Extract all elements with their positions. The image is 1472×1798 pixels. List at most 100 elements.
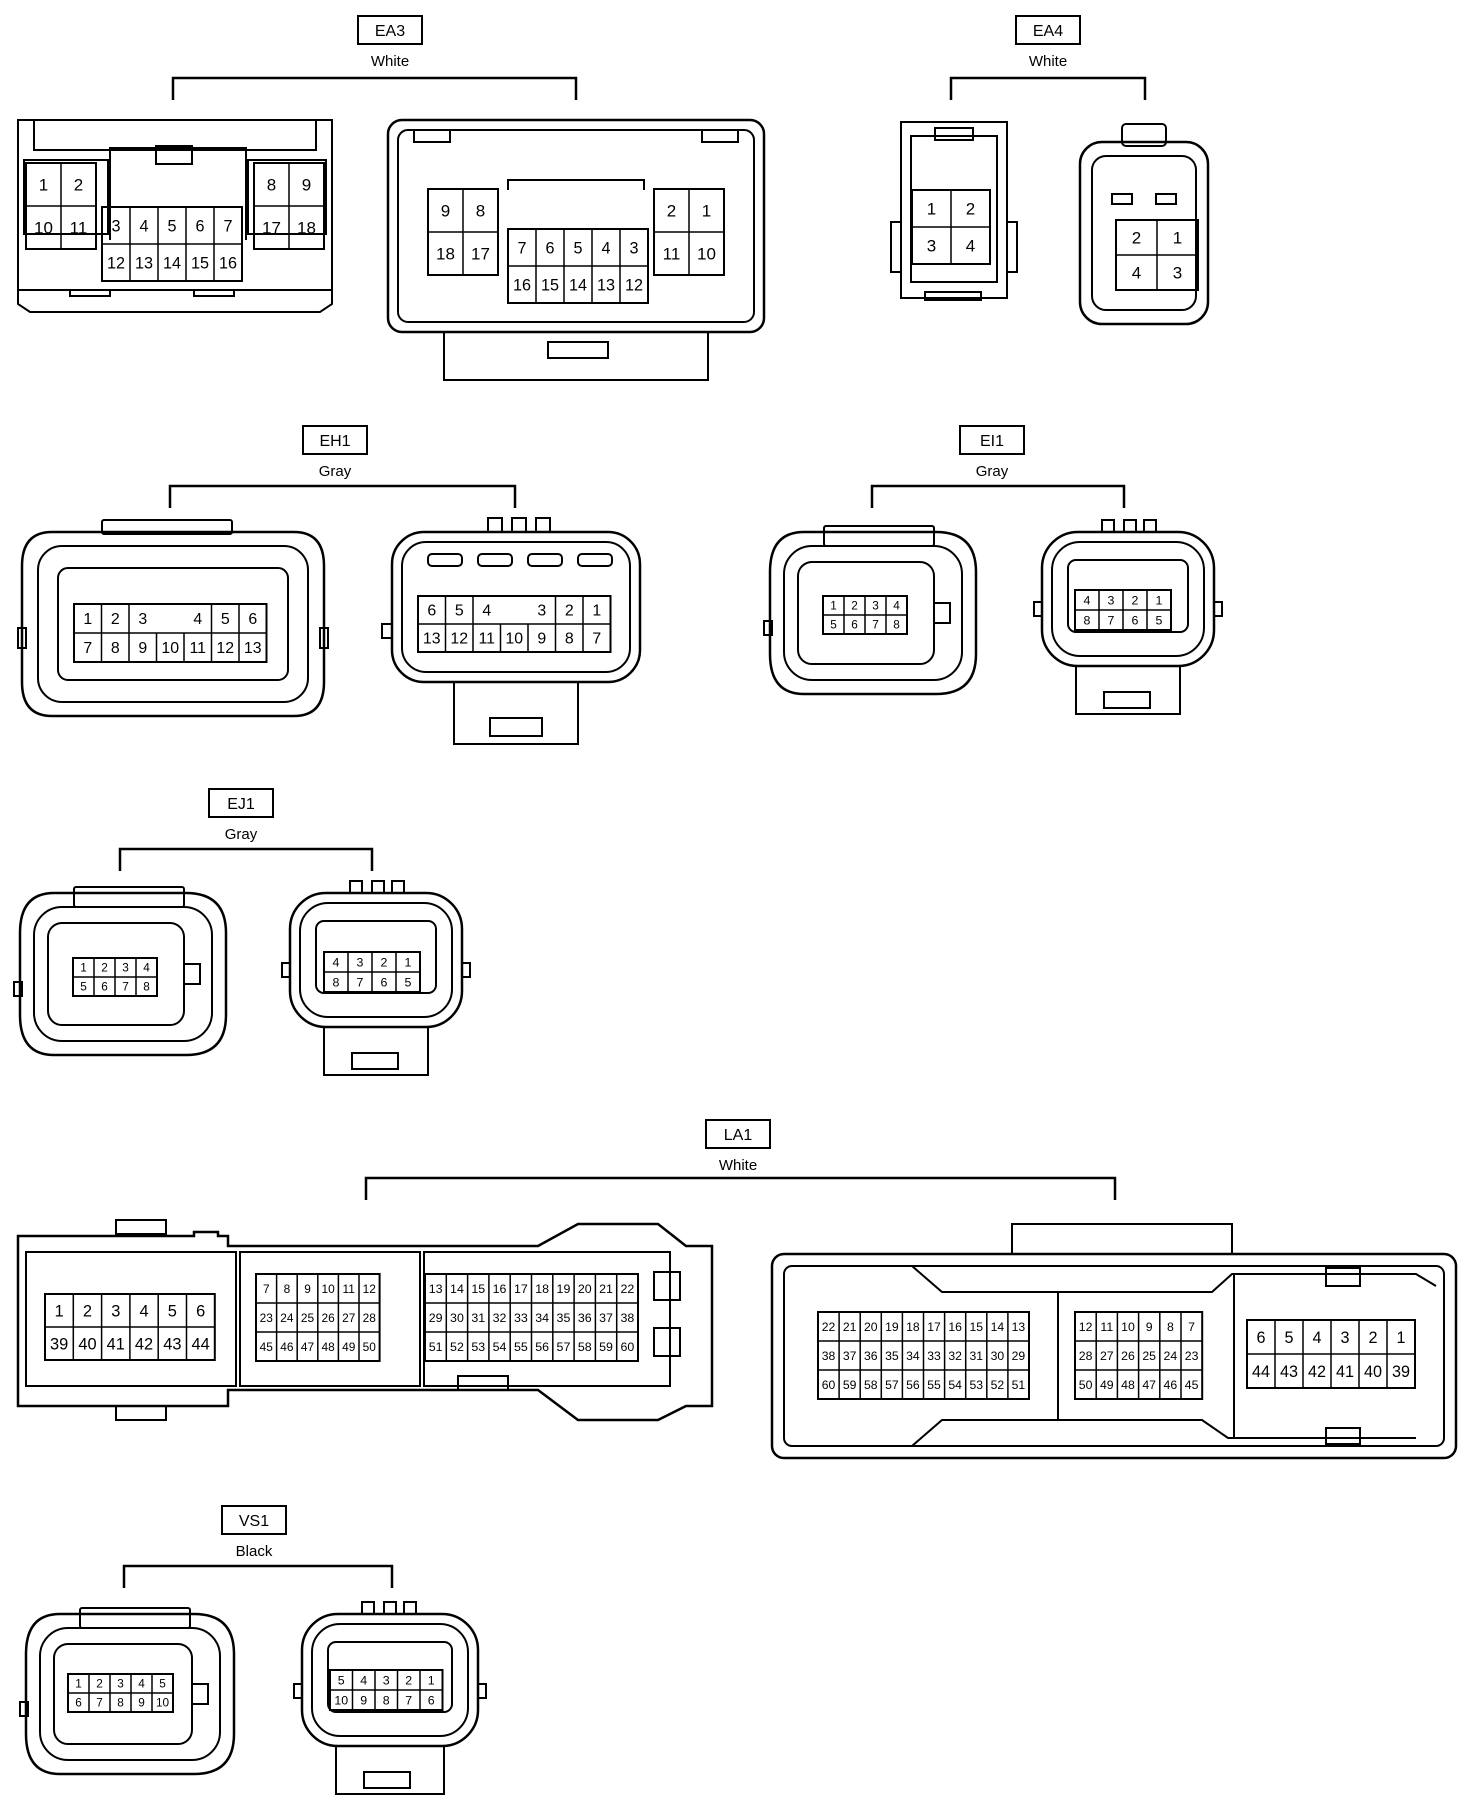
pin-number: 5 bbox=[1156, 613, 1163, 627]
connector-id: LA1 bbox=[724, 1127, 753, 1144]
pin-number: 11 bbox=[1100, 1320, 1113, 1334]
side-lug bbox=[933, 602, 951, 624]
side-lug bbox=[17, 627, 27, 649]
connector-color: Gray bbox=[319, 463, 352, 480]
pin-number: 60 bbox=[620, 1340, 634, 1354]
pin-number: 3 bbox=[111, 1302, 120, 1320]
pin-number: 1 bbox=[1396, 1329, 1405, 1347]
pin-number: 1 bbox=[830, 599, 837, 613]
pin-number: 12 bbox=[107, 254, 125, 272]
pin-number: 34 bbox=[906, 1349, 920, 1363]
pin-number: 5 bbox=[80, 980, 87, 994]
pin-number: 4 bbox=[893, 599, 900, 613]
connector-id-box bbox=[302, 425, 368, 455]
rib bbox=[477, 553, 513, 567]
pin-number: 22 bbox=[620, 1282, 634, 1296]
pin-number: 3 bbox=[383, 1673, 390, 1687]
pin-number: 56 bbox=[906, 1378, 920, 1392]
pin-number: 8 bbox=[383, 1693, 390, 1707]
side-lug bbox=[293, 1683, 303, 1699]
pin-number: 1 bbox=[39, 176, 48, 195]
lock-frame bbox=[23, 159, 109, 235]
pin-number: 23 bbox=[1185, 1349, 1199, 1363]
side-lug bbox=[890, 221, 902, 273]
pin-number: 8 bbox=[333, 975, 340, 989]
pin-number: 9 bbox=[441, 202, 450, 221]
pin-number: 17 bbox=[471, 245, 490, 264]
housing-outline bbox=[768, 530, 978, 696]
pin-number: 1 bbox=[702, 202, 711, 221]
latch-tab bbox=[535, 517, 551, 533]
pin-number: 18 bbox=[297, 219, 316, 238]
inner-outline bbox=[299, 902, 453, 1018]
housing-outline bbox=[17, 119, 333, 313]
pin-number: 54 bbox=[493, 1340, 507, 1354]
view-bracket bbox=[870, 484, 1126, 508]
pin-number: 8 bbox=[111, 640, 120, 657]
latch-tab bbox=[115, 1405, 167, 1421]
pin-number: 49 bbox=[342, 1340, 356, 1354]
rib bbox=[1111, 193, 1133, 205]
pin-number: 3 bbox=[122, 961, 129, 975]
pin-number: 11 bbox=[190, 640, 207, 657]
pin-number: 48 bbox=[1121, 1378, 1135, 1392]
connector-id: EJ1 bbox=[227, 796, 255, 813]
pin-number: 1 bbox=[592, 603, 601, 620]
pin-number: 3 bbox=[357, 955, 364, 969]
pin-number: 36 bbox=[864, 1349, 878, 1363]
pin-number: 15 bbox=[969, 1320, 983, 1334]
pin-number: 3 bbox=[872, 599, 879, 613]
pin-number: 17 bbox=[262, 219, 281, 238]
pin-number: 5 bbox=[405, 975, 412, 989]
side-lug bbox=[461, 962, 471, 978]
pin-number: 40 bbox=[1364, 1363, 1382, 1381]
side-lug bbox=[1006, 221, 1018, 273]
pin-number: 43 bbox=[1280, 1363, 1298, 1381]
pin-number: 13 bbox=[1012, 1320, 1026, 1334]
latch-tab bbox=[511, 517, 527, 533]
pin-number: 1 bbox=[83, 611, 92, 628]
pin-number: 22 bbox=[822, 1320, 836, 1334]
pin-number: 31 bbox=[471, 1311, 485, 1325]
pin-number: 5 bbox=[159, 1677, 166, 1691]
inner-outline bbox=[397, 129, 755, 323]
pin-number: 7 bbox=[83, 640, 92, 657]
pin-number: 2 bbox=[565, 603, 574, 620]
pin-number: 26 bbox=[321, 1311, 335, 1325]
pin-number: 7 bbox=[517, 239, 526, 257]
latch-tab bbox=[403, 1601, 417, 1615]
inner-outline bbox=[311, 1623, 469, 1737]
pin-number: 19 bbox=[557, 1282, 571, 1296]
connector-id-box bbox=[208, 788, 274, 818]
pin-number: 2 bbox=[83, 1302, 92, 1320]
latch-tab bbox=[73, 886, 185, 908]
pin-number: 38 bbox=[822, 1349, 836, 1363]
connector-color: White bbox=[1029, 53, 1067, 70]
pin-number: 18 bbox=[535, 1282, 549, 1296]
inner-outline bbox=[1051, 541, 1205, 657]
inner-outline bbox=[53, 1643, 193, 1745]
pin-number: 31 bbox=[969, 1349, 983, 1363]
view-bracket bbox=[171, 76, 578, 100]
connector-color: Gray bbox=[225, 826, 258, 843]
pin-number: 9 bbox=[304, 1282, 311, 1296]
inner-outline bbox=[25, 1251, 237, 1387]
latch-tab bbox=[349, 880, 363, 894]
pin-number: 6 bbox=[428, 1693, 435, 1707]
pin-number: 12 bbox=[363, 1282, 377, 1296]
pin-number: 5 bbox=[167, 217, 176, 235]
pin-number: 2 bbox=[74, 176, 83, 195]
pin-number: 53 bbox=[969, 1378, 983, 1392]
pin-number: 32 bbox=[948, 1349, 962, 1363]
pin-number: 3 bbox=[138, 611, 147, 628]
housing-outline bbox=[507, 179, 645, 190]
latch-tab bbox=[383, 1601, 397, 1615]
latch-tab bbox=[361, 1601, 375, 1615]
pin-number: 13 bbox=[423, 631, 441, 648]
latch-tab bbox=[823, 525, 935, 547]
housing-outline bbox=[792, 1419, 1416, 1447]
